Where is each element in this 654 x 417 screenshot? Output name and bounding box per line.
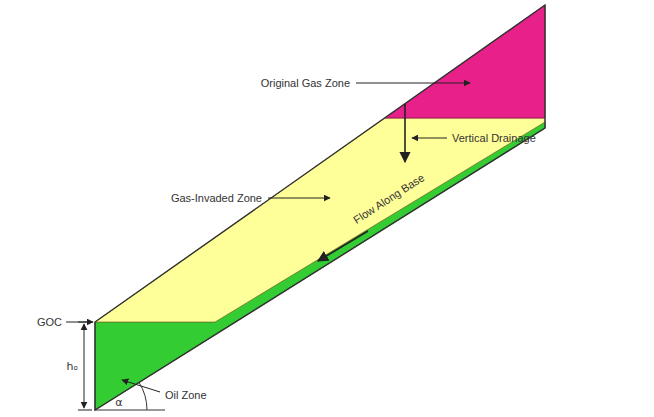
drainage-arrow bbox=[404, 104, 406, 162]
dimension-tick bbox=[78, 322, 92, 323]
reservoir-outline bbox=[95, 5, 545, 410]
zone-label: Oil Zone bbox=[165, 389, 207, 402]
flow-arrow bbox=[318, 231, 368, 261]
gas-invaded-zone bbox=[95, 118, 545, 322]
process-label: Vertical Drainage bbox=[452, 132, 536, 145]
leader-arrow bbox=[268, 198, 330, 199]
leader-arrow bbox=[412, 138, 447, 139]
contact-label: GOC bbox=[37, 316, 62, 329]
thickness-symbol: hₒ bbox=[66, 360, 78, 373]
angle-symbol: α bbox=[115, 396, 122, 409]
horizontal-reference bbox=[95, 410, 165, 411]
leader-arrow bbox=[356, 83, 470, 84]
dimension-line bbox=[84, 324, 85, 408]
zone-label: Gas-Invaded Zone bbox=[171, 192, 262, 205]
dimension-tick bbox=[78, 410, 92, 411]
leader-arrow bbox=[66, 322, 93, 323]
zone-label: Original Gas Zone bbox=[261, 77, 350, 90]
angle-arc bbox=[139, 382, 147, 410]
